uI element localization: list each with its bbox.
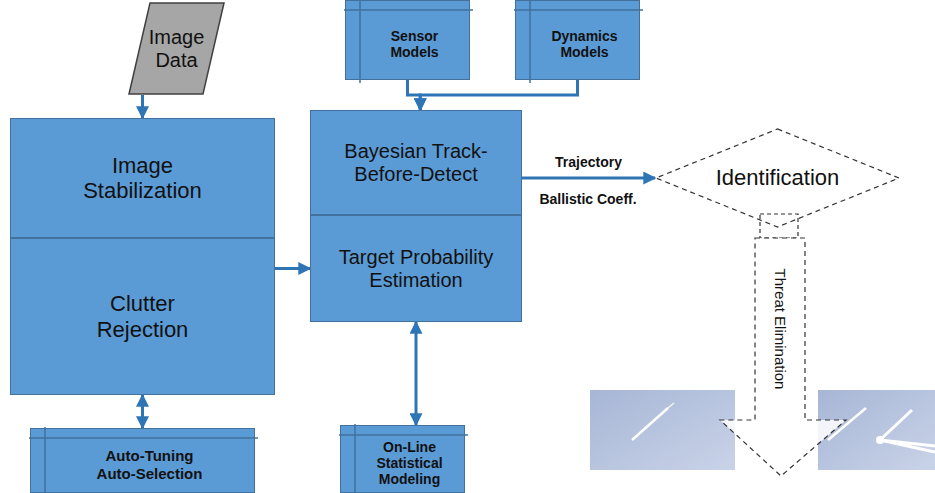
data-store: Auto-Tuning Auto-Selection xyxy=(30,428,255,493)
intercept-photo xyxy=(818,390,935,470)
node-text: Bayesian Track-Before-Detect xyxy=(326,140,506,186)
node-text: Target Probability Estimation xyxy=(321,246,511,292)
process-box: Image Stabilization xyxy=(10,118,275,238)
outcome-arrow: Threat Elimination xyxy=(718,236,848,478)
input-data: Image Data xyxy=(128,2,225,95)
flow-arrow xyxy=(420,80,577,110)
node-text: Image Data xyxy=(142,26,211,72)
process-box: Clutter Rejection xyxy=(10,238,275,395)
model-store: Sensor Models xyxy=(345,0,470,80)
process-box: Target Probability Estimation xyxy=(310,215,522,322)
model-store: Dynamics Models xyxy=(515,0,640,80)
flow-arrow xyxy=(141,395,144,428)
signal-label: Ballistic Coeff. xyxy=(537,191,638,207)
node-text: Threat Elimination xyxy=(771,269,788,390)
node-text: Auto-Tuning Auto-Selection xyxy=(91,447,209,482)
node-text: On-Line Statistical Modeling xyxy=(365,439,455,487)
link-bracket xyxy=(760,214,798,238)
edge-label: Trajectory xyxy=(553,154,624,170)
process-box: Bayesian Track-Before-Detect xyxy=(310,110,522,215)
node-text: Sensor Models xyxy=(380,28,450,60)
node-text: Dynamics Models xyxy=(545,28,625,60)
flow-arrow xyxy=(141,95,144,118)
missile-photo xyxy=(590,390,735,470)
data-store: On-Line Statistical Modeling xyxy=(340,425,465,493)
flow-arrow xyxy=(522,177,655,180)
flow-arrow xyxy=(408,80,421,110)
decision-diamond: Identification xyxy=(655,128,900,228)
flow-arrow xyxy=(275,267,310,270)
flow-arrow xyxy=(415,322,418,425)
node-text: Image Stabilization xyxy=(68,153,218,204)
node-text: Identification xyxy=(716,165,840,190)
node-text: Clutter Rejection xyxy=(68,291,218,342)
